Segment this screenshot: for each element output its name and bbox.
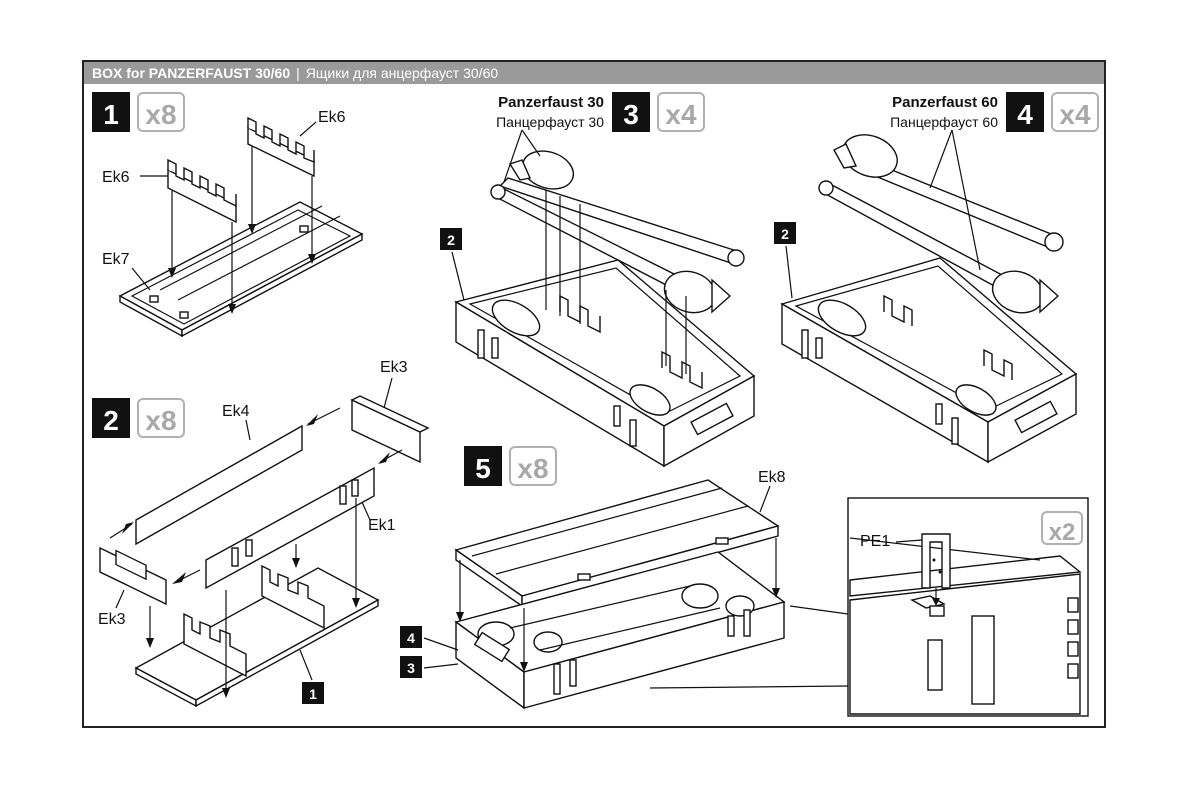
label-ek8: Ek8	[758, 469, 786, 486]
step-4-open-box	[780, 257, 1078, 464]
step-5-qty-box	[509, 446, 557, 486]
step-4-badge	[1006, 92, 1044, 132]
ref-tag-4	[400, 626, 422, 648]
label-ek3-left: Ek3	[98, 611, 126, 628]
step-1-badge	[92, 92, 130, 132]
ref-tag-3	[400, 656, 422, 678]
label-ek1: Ek1	[368, 517, 396, 534]
ref-tag-2-step3-text: 2	[447, 232, 455, 248]
ek8-lid	[454, 479, 780, 608]
ref-tag-1-text: 1	[309, 686, 317, 702]
step-2-qty: x8	[145, 405, 176, 436]
step-5-badge	[464, 446, 502, 486]
step-4: Panzerfaust 60 Панцерфауст 60 4 x4	[774, 92, 1099, 464]
step-1-number: 1	[103, 99, 119, 130]
ref-tag-4-text: 4	[407, 630, 415, 646]
header-title-ru: Ящики для анцерфауст 30/60	[305, 65, 499, 81]
header-bar: BOX for PANZERFAUST 30/60 | Ящики для анце…	[84, 62, 1104, 84]
label-ek3-top: Ek3	[380, 359, 408, 376]
header-separator: |	[296, 65, 300, 81]
panzerfaust-60-upper	[833, 134, 1064, 252]
ek6-divider-left	[167, 158, 237, 224]
ek1-side-panel	[205, 466, 375, 590]
step-5-box	[454, 551, 786, 710]
step-4-qty: x4	[1059, 99, 1091, 130]
step-4-number: 4	[1017, 99, 1033, 130]
label-pe1: PE1	[860, 533, 890, 550]
panzerfaust-60-lower	[818, 180, 1060, 314]
label-ek6-top: Ek6	[318, 109, 346, 126]
step-1-qty: x8	[145, 99, 176, 130]
detail-inset: x2 PE1	[847, 497, 1089, 717]
ref-tag-1	[302, 682, 324, 704]
ek4-side-panel	[135, 424, 303, 546]
label-ek4: Ek4	[222, 403, 250, 420]
label-ek6-left: Ek6	[102, 169, 130, 186]
step-2-qty-box	[137, 398, 185, 438]
step-3-qty-box	[657, 92, 705, 132]
step-3-open-box	[454, 259, 756, 468]
panzerfaust-30-lower	[490, 184, 732, 314]
label-pf30-ru: Панцерфауст 30	[496, 114, 604, 130]
step-2-badge	[92, 398, 130, 438]
step-2-base	[134, 567, 380, 701]
step-5-number: 5	[475, 453, 491, 484]
label-ek7: Ek7	[102, 251, 130, 268]
ref-tag-2-step3	[440, 228, 462, 250]
detail-qty: x2	[1049, 519, 1076, 546]
header-title-en: BOX for PANZERFAUST 30/60	[92, 65, 291, 81]
detail-qty-box	[1041, 511, 1083, 545]
step-3-number: 3	[623, 99, 639, 130]
step-4-qty-box	[1051, 92, 1099, 132]
step-3-badge	[612, 92, 650, 132]
step-2-number: 2	[103, 405, 119, 436]
label-pf60-ru: Панцерфауст 60	[890, 114, 998, 130]
ref-tag-3-text: 3	[407, 660, 415, 676]
step-5-qty: x8	[517, 453, 548, 484]
label-pf60-en: Panzerfaust 60	[892, 94, 998, 111]
step-3: Panzerfaust 30 Панцерфауст 30 3 x4	[440, 92, 756, 468]
ek3-end-panel-left	[99, 546, 167, 606]
ref-tag-2-step4-text: 2	[781, 226, 789, 242]
ek7-tray	[118, 201, 364, 338]
ref-tag-2-step4	[774, 222, 796, 244]
ek6-divider-right	[247, 116, 315, 178]
label-pf30-en: Panzerfaust 30	[498, 94, 604, 111]
step-1: 1 x8 Ek6	[92, 92, 364, 338]
step-3-qty: x4	[665, 99, 697, 130]
step-1-qty-box	[137, 92, 185, 132]
step-2: 2 x8 Ek4 Ek3 Ek1 Ek3	[92, 359, 430, 708]
step-5: 5 x8 Ek8	[400, 446, 849, 710]
